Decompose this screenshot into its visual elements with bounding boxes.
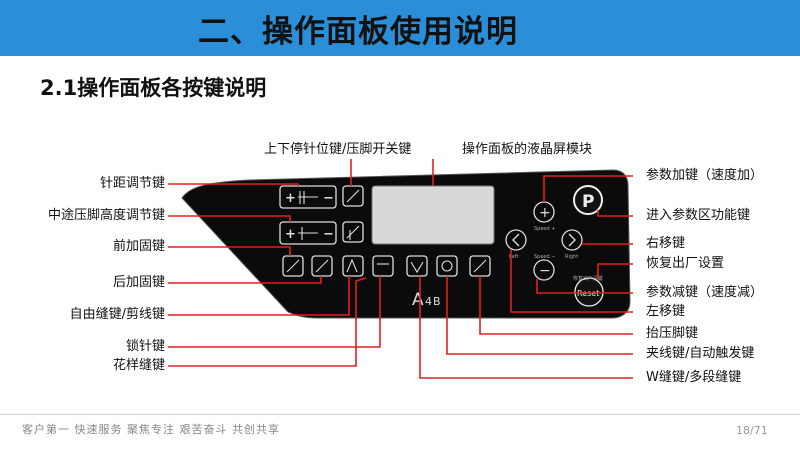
label-param-minus: 参数减键（速度减） [646,285,764,300]
leader-mid-foot [168,215,291,222]
model-suffix: B [433,295,441,308]
label-stitch-length: 针距调节键 [99,176,165,191]
footer-divider [0,414,800,415]
speed-minus-caption: Speed − [534,254,555,260]
header-bar [0,0,800,56]
leader-front-tack [168,246,291,256]
minus-glyph: − [323,191,334,206]
label-clamp-trigger: 夹线键/自动触发键 [646,346,755,361]
minus-glyph: − [539,263,551,279]
left-caption: Left [509,254,518,260]
front-tack-key [282,255,304,277]
label-lift-foot: 抬压脚键 [646,326,699,341]
right-move-button [561,229,583,251]
stitch-length-key [279,185,337,209]
leader-clamp [446,276,633,355]
label-pattern-sew: 花样缝键 [112,358,165,373]
free-sew-trim-key [342,255,364,277]
label-mid-foot-height: 中途压脚高度调节键 [47,208,165,223]
page-number: 18/71 [736,424,768,437]
label-factory-reset: 恢复出厂设置 [646,256,725,271]
leader-free-sew [168,276,350,316]
plus-glyph: + [539,205,551,221]
left-move-button [505,229,527,251]
leader-back-tack [168,276,322,284]
leader-lock [168,276,381,348]
lock-stitch-key [372,255,394,277]
p-function-button [573,185,603,215]
leader-param-plus [543,175,633,202]
p-key-label: P [582,192,594,212]
mid-foot-height-key [279,221,337,245]
label-back-tack: 后加固键 [112,275,165,290]
leader-lift-foot [479,276,633,335]
leader-factory [597,263,633,280]
leader-param-minus [536,279,633,294]
plus-glyph: + [285,191,296,206]
plus-glyph: + [285,227,296,242]
label-enter-param: 进入参数区功能键 [646,208,751,223]
leader-enter-param [597,210,633,217]
leader-lines [168,159,633,379]
leader-pattern [168,277,367,367]
factory-caption: 恢复出厂设置 [573,275,603,282]
right-caption: Right [565,254,578,260]
param-minus-button [533,259,555,281]
back-tack-key [311,255,333,277]
leader-w-multi [419,276,633,379]
w-multi-key [406,255,428,277]
label-left-move: 左移键 [646,304,686,319]
label-needle-foot: 上下停针位键/压脚开关键 [264,142,412,157]
leader-stitch-length [168,183,299,186]
lcd-screen [371,185,495,245]
speed-plus-caption: Speed + [534,226,555,232]
label-free-sew-trim: 自由缝键/剪线键 [69,307,165,322]
needle-position-key [342,185,364,207]
label-lock-stitch: 锁针键 [125,339,165,354]
section-title: 2.1操作面板各按键说明 [40,76,267,100]
minus-glyph: − [323,227,334,242]
model-number: 4 [425,295,432,308]
label-lcd-module: 操作面板的液晶屏模块 [462,142,593,157]
page-title: 二、操作面板使用说明 [198,14,518,50]
leader-left-move [510,250,633,313]
label-param-plus: 参数加键（速度加） [646,168,764,183]
label-right-move: 右移键 [646,236,686,251]
label-front-tack: 前加固键 [112,239,165,254]
reset-button [574,277,604,307]
footer-motto: 客户第一 快速服务 聚焦专注 艰苦奋斗 共创共享 [22,423,280,436]
model-prefix: A [412,290,424,310]
foot-switch-key [342,221,364,243]
label-w-multi: W缝键/多段缝键 [646,370,742,385]
